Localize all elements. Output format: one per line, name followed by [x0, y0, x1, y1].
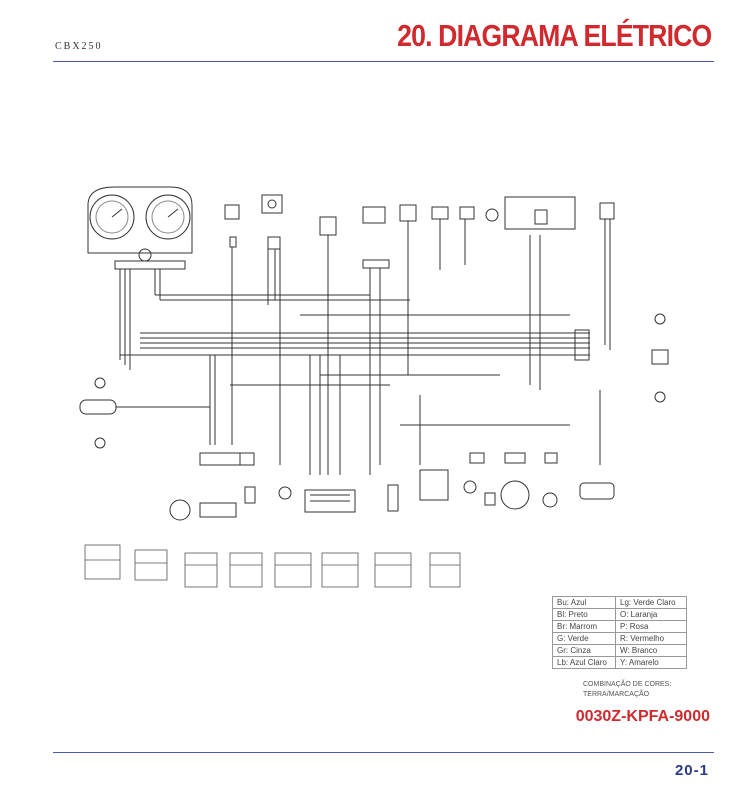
legend-cell: Y: Amarelo — [615, 656, 687, 669]
legend-row: G: Verde R: Vermelho — [552, 632, 687, 645]
legend-caption-line2: TERRA/MARCAÇÃO — [583, 691, 650, 698]
component-ignition — [500, 480, 530, 510]
legend-row: Gr: Cinza W: Branco — [552, 644, 687, 657]
legend-row: Br: Marrom P: Rosa — [552, 620, 687, 633]
wiring-diagram — [79, 186, 669, 588]
legend-cell: Lb: Azul Claro — [552, 656, 616, 669]
legend-cell: Lg: Verde Claro — [615, 596, 687, 609]
legend-cell: O: Laranja — [615, 608, 687, 621]
legend-cell: W: Branco — [615, 644, 687, 657]
legend-cell: G: Verde — [552, 632, 616, 645]
legend-caption-line1: COMBINAÇÃO DE CORES: — [583, 681, 672, 688]
legend-row: Bl: Preto O: Laranja — [552, 608, 687, 621]
page-title: 20. DIAGRAMA ELÉTRICO — [396, 18, 712, 53]
legend-row: Bu: Azul Lg: Verde Claro — [552, 596, 687, 609]
component-cdi — [579, 482, 615, 500]
legend-cell: Br: Marrom — [552, 620, 616, 633]
legend-cell: Gr: Cinza — [552, 644, 616, 657]
color-legend: Bu: Azul Lg: Verde Claro Bl: Preto O: La… — [552, 596, 687, 669]
legend-caption: COMBINAÇÃO DE CORES: TERRA/MARCAÇÃO — [583, 680, 671, 700]
component-regulator — [261, 194, 283, 214]
legend-row: Lb: Azul Claro Y: Amarelo — [552, 656, 687, 669]
legend-cell: R: Vermelho — [615, 632, 687, 645]
page-number: 20-1 — [674, 762, 709, 779]
footer-rule — [53, 752, 714, 753]
component-relay — [319, 216, 337, 236]
component-horn — [169, 499, 191, 521]
legend-cell: Bl: Preto — [552, 608, 616, 621]
header-rule — [53, 61, 714, 62]
component-switch-1 — [224, 204, 240, 220]
instrument-cluster — [87, 186, 193, 370]
component-motor — [485, 208, 499, 222]
model-label: CBX250 — [55, 41, 103, 52]
legend-cell: P: Rosa — [615, 620, 687, 633]
part-number: 0030Z-KPFA-9000 — [575, 708, 710, 725]
legend-cell: Bu: Azul — [552, 596, 616, 609]
